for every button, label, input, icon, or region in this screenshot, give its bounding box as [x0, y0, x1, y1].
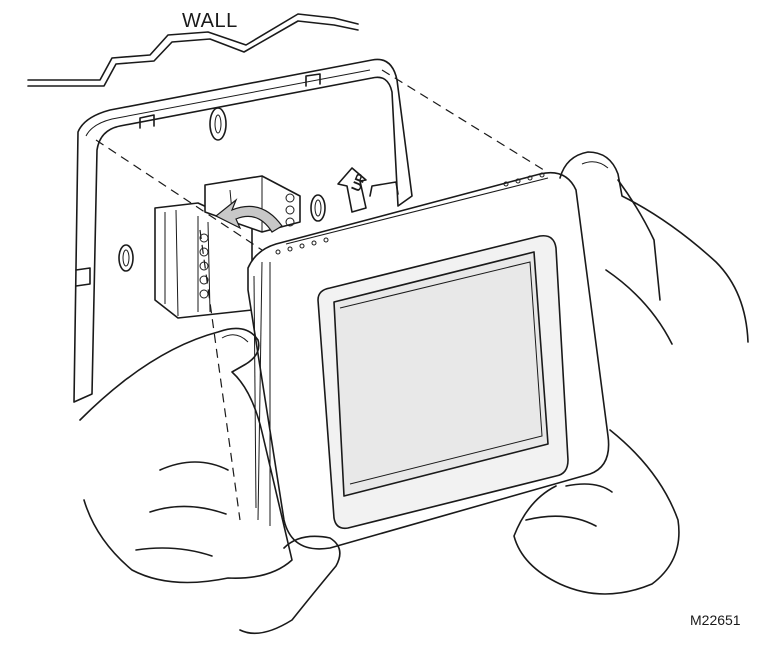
left-hand — [79, 327, 341, 635]
touch-screen — [333, 251, 549, 497]
figure-id: M22651 — [690, 612, 741, 628]
terminal-screws-right — [285, 193, 295, 227]
wall-outline — [27, 13, 359, 87]
vent-holes — [275, 172, 545, 255]
terminal-block — [154, 175, 301, 319]
mounting-slot-left — [118, 244, 134, 272]
right-hand — [513, 151, 749, 595]
thermostat-unit — [247, 171, 610, 550]
insert-arrow — [214, 198, 283, 233]
wall-label: WALL — [182, 10, 238, 32]
up-arrow — [337, 167, 367, 213]
mounting-slot-top — [209, 107, 227, 141]
wallplate — [73, 58, 413, 403]
mounting-slot-right — [310, 194, 326, 222]
